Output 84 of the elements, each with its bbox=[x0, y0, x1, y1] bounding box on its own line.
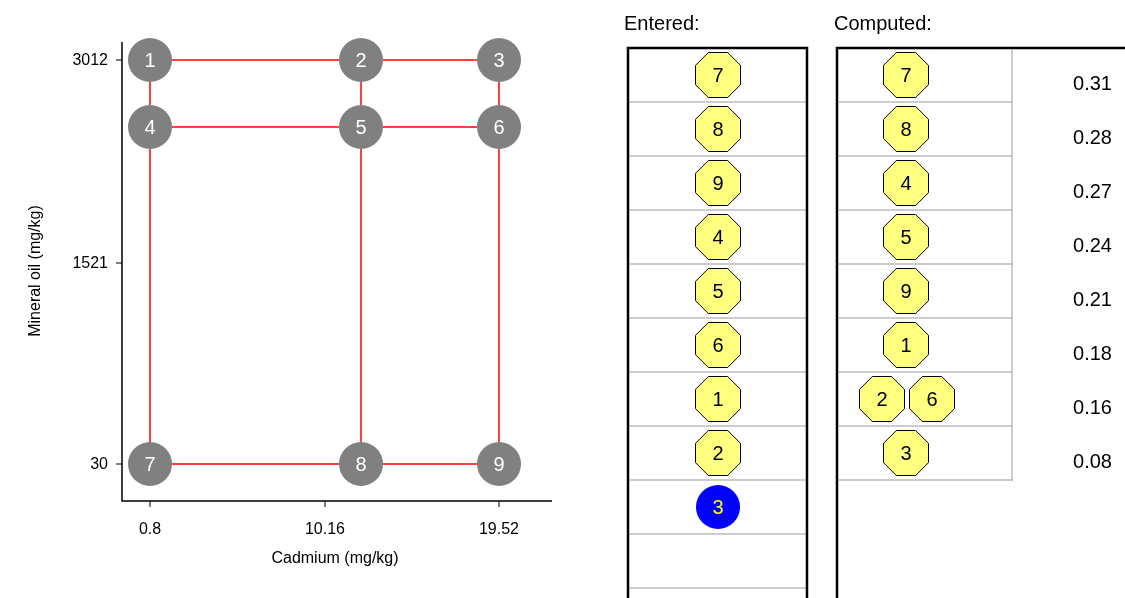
node-number: 5 bbox=[355, 117, 367, 137]
connector-line bbox=[382, 126, 478, 128]
tick-label: 19.52 bbox=[478, 521, 519, 537]
node-number: 4 bbox=[712, 227, 724, 247]
number-octagon bbox=[883, 322, 929, 368]
number-octagon bbox=[883, 106, 929, 152]
point-circle bbox=[477, 38, 521, 82]
node-number: 8 bbox=[355, 454, 367, 474]
axis-title: Mineral oil (mg/kg) bbox=[27, 205, 43, 337]
connector-line bbox=[149, 148, 151, 443]
connector-line bbox=[360, 81, 362, 106]
number-octagon bbox=[695, 52, 741, 98]
node-number: 1 bbox=[144, 50, 156, 70]
column-heading: Computed: bbox=[834, 13, 932, 33]
node-number: 2 bbox=[712, 443, 724, 463]
point-circle bbox=[339, 442, 383, 486]
score-value: 0.28 bbox=[1073, 127, 1112, 147]
node-number: 4 bbox=[144, 117, 156, 137]
number-octagon bbox=[883, 214, 929, 260]
node-number: 3 bbox=[900, 443, 912, 463]
number-octagon bbox=[695, 106, 741, 152]
node-number: 3 bbox=[712, 497, 724, 517]
connector-line bbox=[171, 59, 340, 61]
number-octagon bbox=[695, 160, 741, 206]
score-value: 0.18 bbox=[1073, 343, 1112, 363]
connector-line bbox=[498, 81, 500, 106]
number-octagon bbox=[695, 376, 741, 422]
node-number: 8 bbox=[712, 119, 724, 139]
node-number: 9 bbox=[900, 281, 912, 301]
point-circle bbox=[128, 38, 172, 82]
node-number: 6 bbox=[712, 335, 724, 355]
number-octagon bbox=[883, 430, 929, 476]
node-number: 5 bbox=[712, 281, 724, 301]
node-number: 7 bbox=[144, 454, 156, 474]
node-number: 9 bbox=[493, 454, 505, 474]
connector-line bbox=[171, 126, 340, 128]
point-circle bbox=[477, 105, 521, 149]
number-octagon bbox=[695, 322, 741, 368]
connector-line bbox=[498, 148, 500, 443]
column-heading: Entered: bbox=[624, 13, 700, 33]
number-octagon bbox=[909, 376, 955, 422]
node-number: 8 bbox=[900, 119, 912, 139]
node-number: 6 bbox=[493, 117, 505, 137]
connector-line bbox=[382, 463, 478, 465]
node-number: 6 bbox=[926, 389, 938, 409]
node-number: 2 bbox=[355, 50, 367, 70]
node-number: 1 bbox=[712, 389, 724, 409]
connector-line bbox=[171, 463, 340, 465]
score-value: 0.31 bbox=[1073, 73, 1112, 93]
connector-line bbox=[382, 59, 478, 61]
score-value: 0.08 bbox=[1073, 451, 1112, 471]
point-circle bbox=[339, 38, 383, 82]
axis-title: Cadmium (mg/kg) bbox=[271, 550, 399, 566]
tick-label: 3012 bbox=[72, 52, 108, 68]
node-number: 9 bbox=[712, 173, 724, 193]
node-number: 1 bbox=[900, 335, 912, 355]
connector-line bbox=[149, 81, 151, 106]
tick-label: 1521 bbox=[72, 255, 108, 271]
number-octagon bbox=[883, 52, 929, 98]
point-circle bbox=[339, 105, 383, 149]
point-circle bbox=[128, 105, 172, 149]
node-number: 4 bbox=[900, 173, 912, 193]
node-number: 2 bbox=[876, 389, 888, 409]
number-octagon bbox=[883, 268, 929, 314]
tick-label: 30 bbox=[90, 456, 108, 472]
point-circle bbox=[477, 442, 521, 486]
node-number: 5 bbox=[900, 227, 912, 247]
connector-line bbox=[360, 148, 362, 443]
score-value: 0.21 bbox=[1073, 289, 1112, 309]
score-value: 0.24 bbox=[1073, 235, 1112, 255]
node-number: 7 bbox=[712, 65, 724, 85]
node-number: 7 bbox=[900, 65, 912, 85]
tick-label: 10.16 bbox=[304, 521, 345, 537]
number-octagon bbox=[695, 214, 741, 260]
number-octagon bbox=[859, 376, 905, 422]
number-octagon bbox=[695, 268, 741, 314]
node-number: 3 bbox=[493, 50, 505, 70]
number-octagon bbox=[695, 430, 741, 476]
score-value: 0.16 bbox=[1073, 397, 1112, 417]
tick-label: 0.8 bbox=[138, 521, 162, 537]
number-octagon bbox=[883, 160, 929, 206]
selected-circle bbox=[696, 485, 740, 529]
point-circle bbox=[128, 442, 172, 486]
score-value: 0.27 bbox=[1073, 181, 1112, 201]
